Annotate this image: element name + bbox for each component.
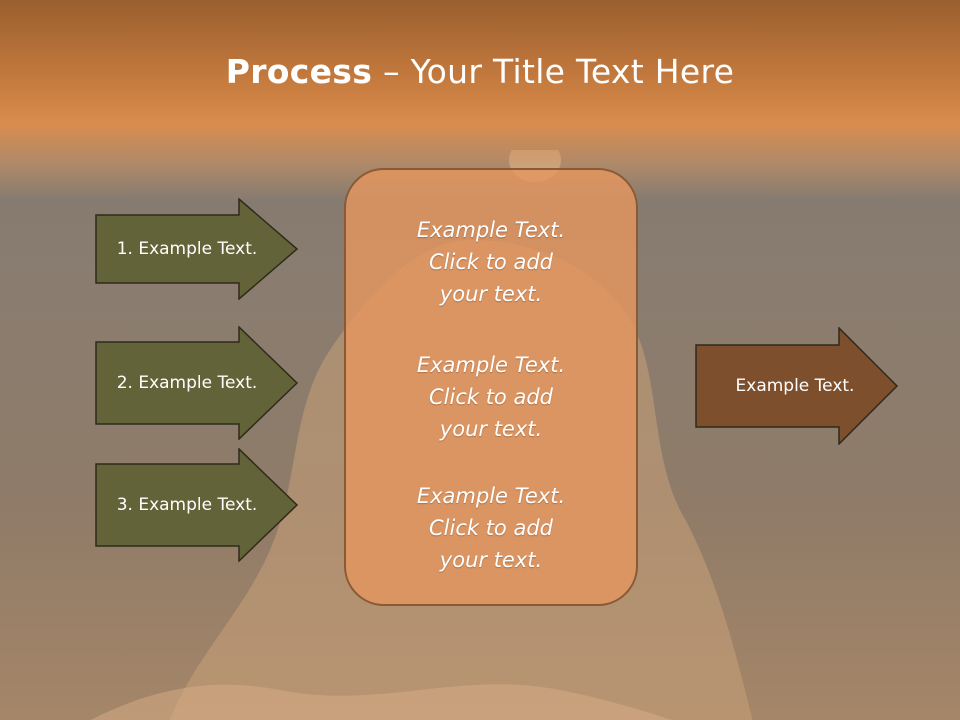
step-arrow-3-label: 3. Example Text. [116, 495, 258, 515]
title-bold: Process [225, 52, 373, 91]
step-arrow-1-label: 1. Example Text. [116, 239, 258, 259]
step-arrow-3-shape [95, 448, 299, 562]
step-arrow-3[interactable]: 3. Example Text. [95, 448, 299, 562]
center-paragraph-2-line-1: Example Text. [416, 353, 566, 377]
center-paragraph-3-line-2: Click to add [428, 516, 553, 540]
step-arrow-2[interactable]: 2. Example Text. [95, 326, 299, 440]
center-paragraph-3-line-1: Example Text. [416, 484, 566, 508]
center-paragraph-3-line-3: your text. [439, 548, 543, 572]
title-subtitle: Your Title Text Here [410, 52, 735, 91]
center-paragraph-1-line-1: Example Text. [416, 218, 566, 242]
step-arrow-2-shape [95, 326, 299, 440]
center-paragraph-2-line-3: your text. [439, 417, 543, 441]
slide-title[interactable]: Process – Your Title Text Here [0, 52, 960, 91]
result-arrow[interactable]: Example Text. [695, 327, 899, 445]
center-paragraph-1-line-3: your text. [439, 282, 543, 306]
center-paragraph-2: Example Text. Click to add your text. [346, 349, 636, 445]
step-arrow-2-label: 2. Example Text. [116, 373, 258, 393]
step-arrow-1-shape [95, 198, 299, 300]
center-paragraph-2-line-2: Click to add [428, 385, 553, 409]
header-band [0, 0, 960, 200]
background-cloth-fold [90, 684, 673, 720]
center-paragraph-3: Example Text. Click to add your text. [346, 480, 636, 576]
result-arrow-shape [695, 327, 899, 445]
result-arrow-label: Example Text. [735, 376, 855, 396]
center-paragraph-1: Example Text. Click to add your text. [346, 214, 636, 310]
step-arrow-1[interactable]: 1. Example Text. [95, 198, 299, 300]
title-dash: – [383, 52, 400, 91]
center-text-box[interactable]: Example Text. Click to add your text. Ex… [344, 168, 638, 606]
center-paragraph-1-line-2: Click to add [428, 250, 553, 274]
